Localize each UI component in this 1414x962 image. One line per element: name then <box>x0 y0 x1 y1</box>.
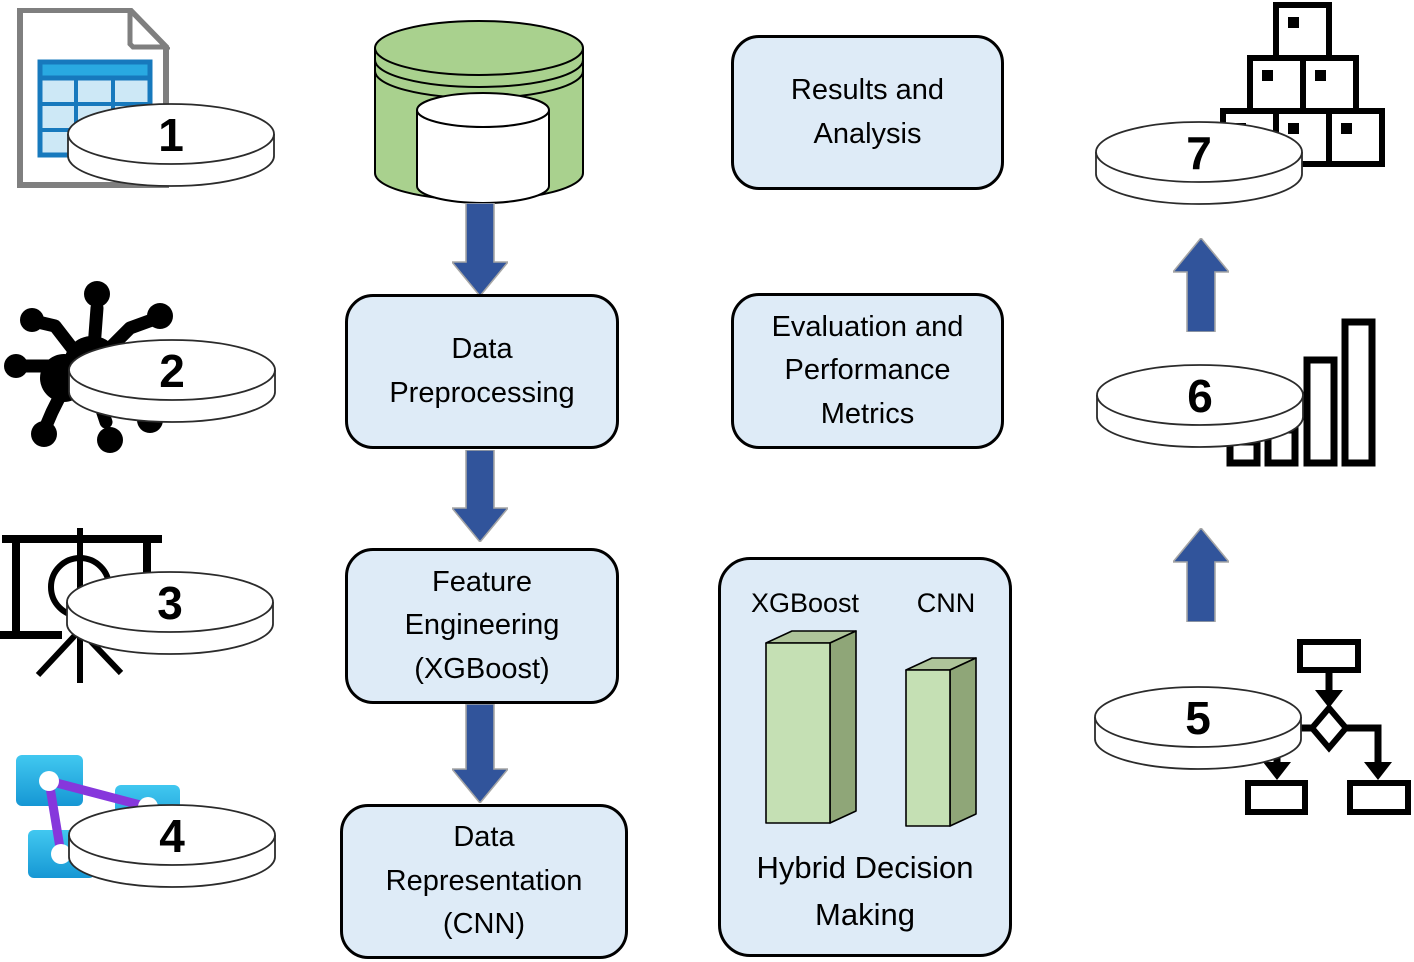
hybrid-decision-caption: Hybrid Decision Making <box>756 850 974 932</box>
step-2-disk: 2 <box>68 339 276 423</box>
evaluation-metrics-box: Evaluation and Performance Metrics <box>731 293 1004 449</box>
data-representation-label: Data Representation (CNN) <box>385 821 583 941</box>
database-icon <box>374 20 584 204</box>
data-preprocessing-label: Data Preprocessing <box>389 333 575 409</box>
step-6-disk: 6 <box>1096 364 1304 448</box>
step-7-number: 7 <box>1186 127 1212 179</box>
hybrid-bars-illustration <box>765 630 977 827</box>
step-1-disk: 1 <box>67 103 275 187</box>
evaluation-metrics-label: Evaluation and Performance Metrics <box>771 310 964 430</box>
arrow-up-icon <box>1173 528 1229 622</box>
bar-chart-icon <box>1226 318 1376 467</box>
data-preprocessing-box: Data Preprocessing <box>345 294 619 449</box>
feature-engineering-label: Feature Engineering (XGBoost) <box>404 565 560 685</box>
step-6-number: 6 <box>1187 370 1213 422</box>
step-4-disk: 4 <box>68 804 276 888</box>
results-analysis-box: Results and Analysis <box>731 35 1004 190</box>
xgboost-bar-label: XGBoost <box>750 588 860 618</box>
arrow-down-icon <box>452 450 508 542</box>
results-analysis-label: Results and Analysis <box>790 74 945 150</box>
hybrid-decision-box: XGBoost CNN Hybrid Decision Making <box>718 557 1012 957</box>
arrow-down-icon <box>452 704 508 803</box>
step-1-number: 1 <box>158 109 184 161</box>
step-5-disk: 5 <box>1094 686 1302 770</box>
feature-engineering-box: Feature Engineering (XGBoost) <box>345 548 619 704</box>
step-4-number: 4 <box>159 810 185 862</box>
step-5-number: 5 <box>1185 692 1211 744</box>
data-representation-box: Data Representation (CNN) <box>340 804 628 959</box>
step-3-disk: 3 <box>66 571 274 655</box>
arrow-up-icon <box>1173 238 1229 332</box>
step-3-number: 3 <box>157 577 183 629</box>
step-2-number: 2 <box>159 345 185 397</box>
arrow-down-icon <box>452 203 508 296</box>
cnn-bar-label: CNN <box>916 588 976 618</box>
step-7-disk: 7 <box>1095 121 1303 205</box>
